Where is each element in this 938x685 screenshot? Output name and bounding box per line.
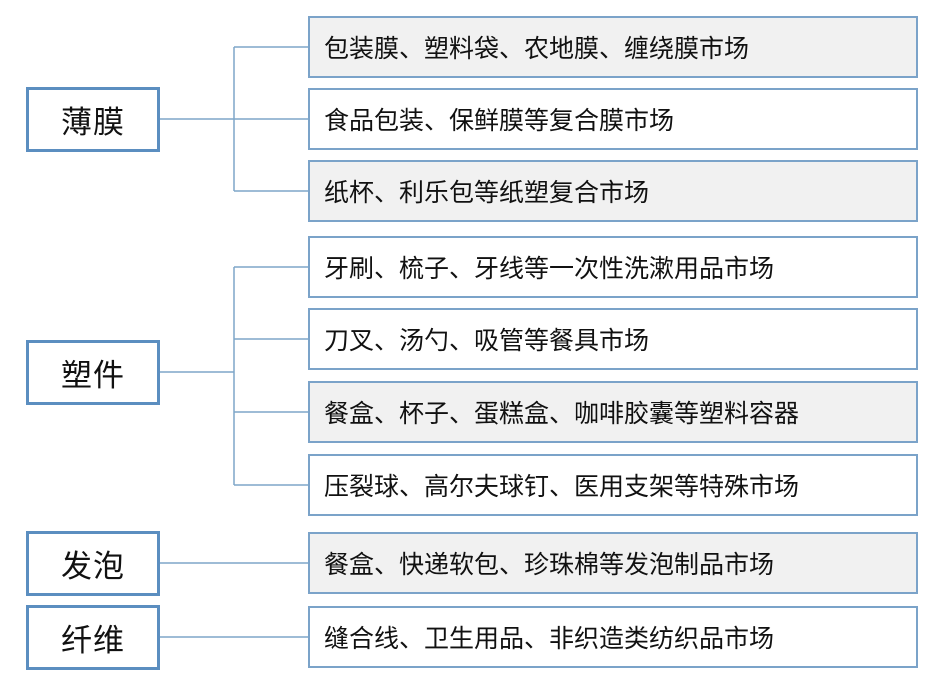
application-item-text: 刀叉、汤勺、吸管等餐具市场	[324, 326, 650, 355]
application-item-text: 牙刷、梳子、牙线等一次性洗漱用品市场	[324, 254, 775, 283]
application-item: 压裂球、高尔夫球钉、医用支架等特殊市场	[308, 454, 918, 516]
application-item: 牙刷、梳子、牙线等一次性洗漱用品市场	[308, 236, 918, 298]
application-item-text: 餐盒、杯子、蛋糕盒、咖啡胶囊等塑料容器	[324, 399, 800, 428]
category-film: 薄膜	[26, 87, 160, 152]
application-item: 食品包装、保鲜膜等复合膜市场	[308, 88, 918, 150]
application-item-text: 纸杯、利乐包等纸塑复合市场	[324, 178, 650, 207]
application-item-text: 缝合线、卫生用品、非织造类纺织品市场	[324, 624, 775, 653]
application-item: 餐盒、快递软包、珍珠棉等发泡制品市场	[308, 532, 918, 594]
application-item: 包装膜、塑料袋、农地膜、缠绕膜市场	[308, 16, 918, 78]
category-label: 塑件	[61, 358, 125, 394]
category-foam: 发泡	[26, 531, 160, 596]
application-item: 刀叉、汤勺、吸管等餐具市场	[308, 308, 918, 370]
application-item: 纸杯、利乐包等纸塑复合市场	[308, 160, 918, 222]
application-item-text: 压裂球、高尔夫球钉、医用支架等特殊市场	[324, 472, 800, 501]
application-item: 餐盒、杯子、蛋糕盒、咖啡胶囊等塑料容器	[308, 381, 918, 443]
application-item-text: 餐盒、快递软包、珍珠棉等发泡制品市场	[324, 550, 775, 579]
application-item: 缝合线、卫生用品、非织造类纺织品市场	[308, 606, 918, 668]
category-label: 发泡	[61, 549, 125, 585]
application-item-text: 食品包装、保鲜膜等复合膜市场	[324, 106, 675, 135]
category-plastic-parts: 塑件	[26, 340, 160, 405]
category-label: 薄膜	[61, 105, 125, 141]
application-item-text: 包装膜、塑料袋、农地膜、缠绕膜市场	[324, 34, 750, 63]
category-label: 纤维	[61, 623, 125, 659]
category-fiber: 纤维	[26, 605, 160, 670]
